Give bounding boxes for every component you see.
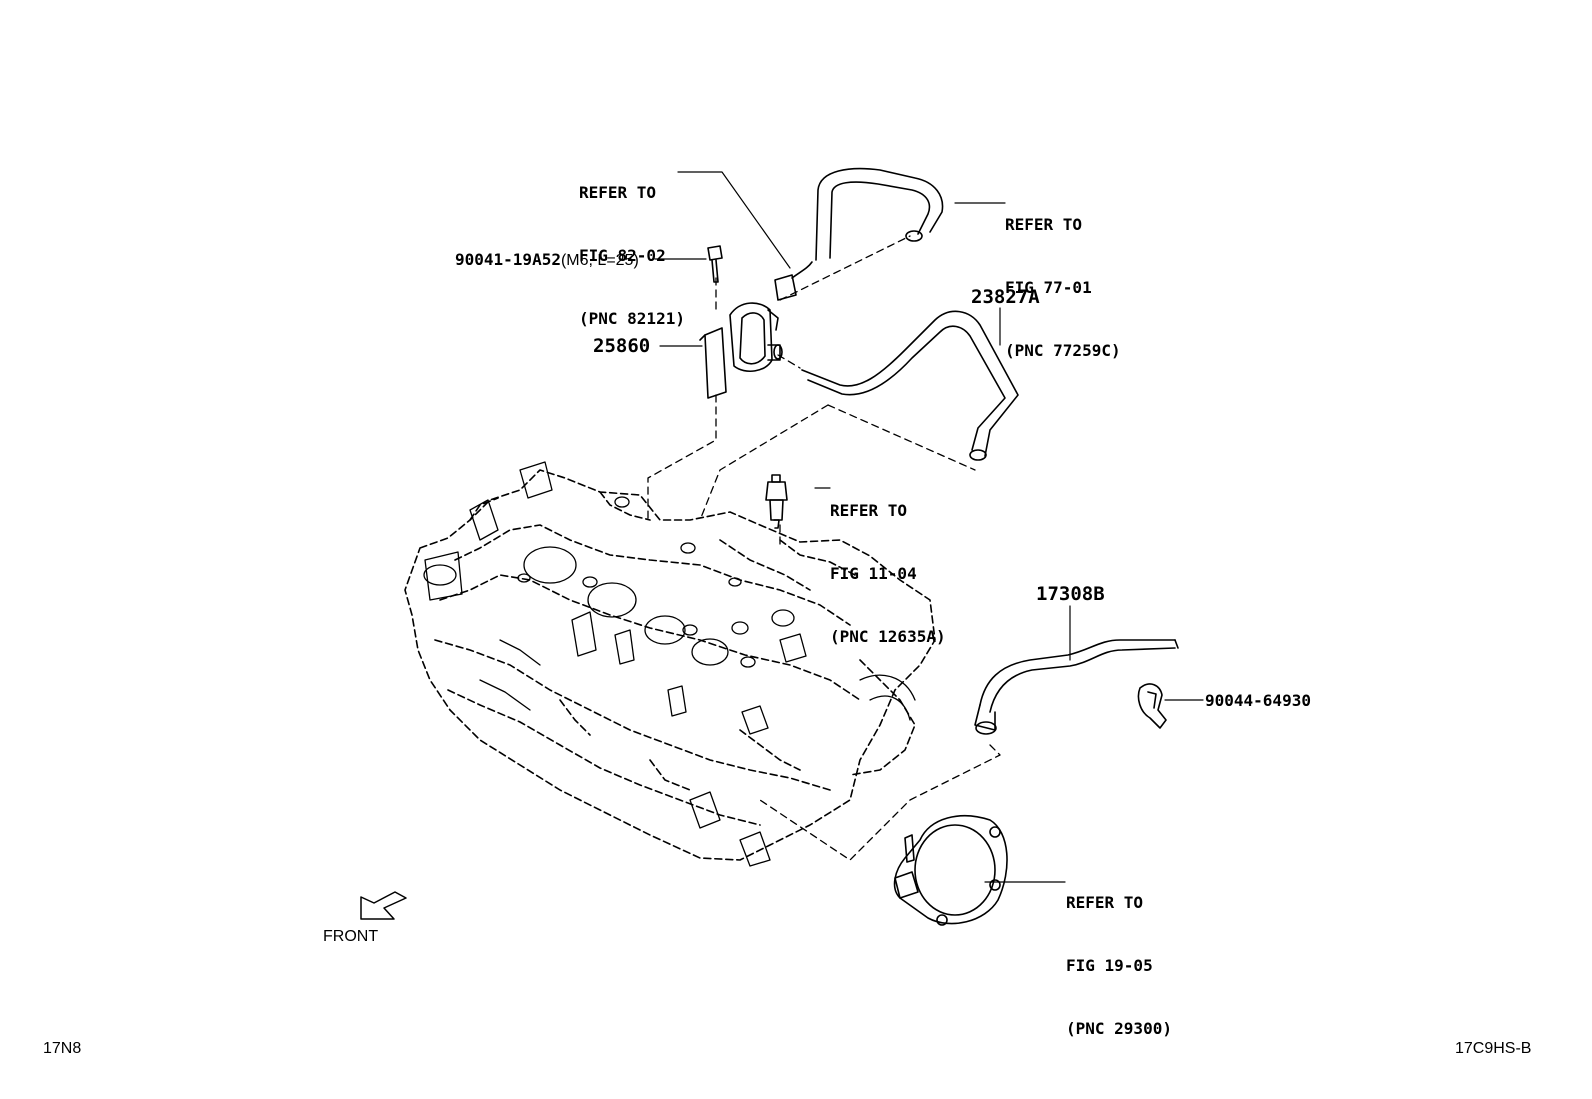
- vacuum-pump-29300: [893, 814, 1008, 926]
- vacuum-hose-top: [815, 167, 944, 261]
- corner-code-left: 17N8: [43, 1040, 82, 1057]
- vsv-part-number: 25860: [593, 335, 651, 357]
- bolt-part-number: 90041-19A52(M6, L=25): [455, 249, 639, 271]
- corner-code-right: 17C9HS-B: [1455, 1040, 1532, 1057]
- vsv-25860: [699, 302, 783, 399]
- clip-90044: [1137, 683, 1167, 729]
- clip-part-number: 90044-64930: [1205, 691, 1311, 710]
- connection-lines: [647, 235, 1001, 861]
- bolt-90041: [707, 245, 723, 283]
- sensor-12635a: [765, 474, 788, 529]
- bolt-number: 90041-19A52: [455, 250, 561, 269]
- front-arrow-icon: [360, 891, 407, 920]
- cylinder-head-outline: [404, 469, 936, 861]
- refer-fig-77-01-label: REFER TO FIG 77-01 (PNC 77259C): [1005, 215, 1121, 360]
- bolt-spec: (M6, L=25): [560, 252, 639, 269]
- refer-fig-11-04-label: REFER TO FIG 11-04 (PNC 12635A): [830, 501, 946, 646]
- refer-fig-82-02-label: REFER TO FIG 82-02 (PNC 82121): [579, 183, 685, 328]
- hose-17308b: [974, 639, 1179, 735]
- front-label: FRONT: [323, 928, 379, 945]
- hose-23827a: [801, 310, 1019, 461]
- hose-lower-part-number: 17308B: [1036, 583, 1105, 605]
- refer-fig-19-05-label: REFER TO FIG 19-05 (PNC 29300): [1066, 893, 1172, 1038]
- hose-upper-part-number: 23827A: [971, 286, 1040, 308]
- cylinder-head-details: [423, 461, 916, 867]
- connector-82121: [774, 261, 813, 301]
